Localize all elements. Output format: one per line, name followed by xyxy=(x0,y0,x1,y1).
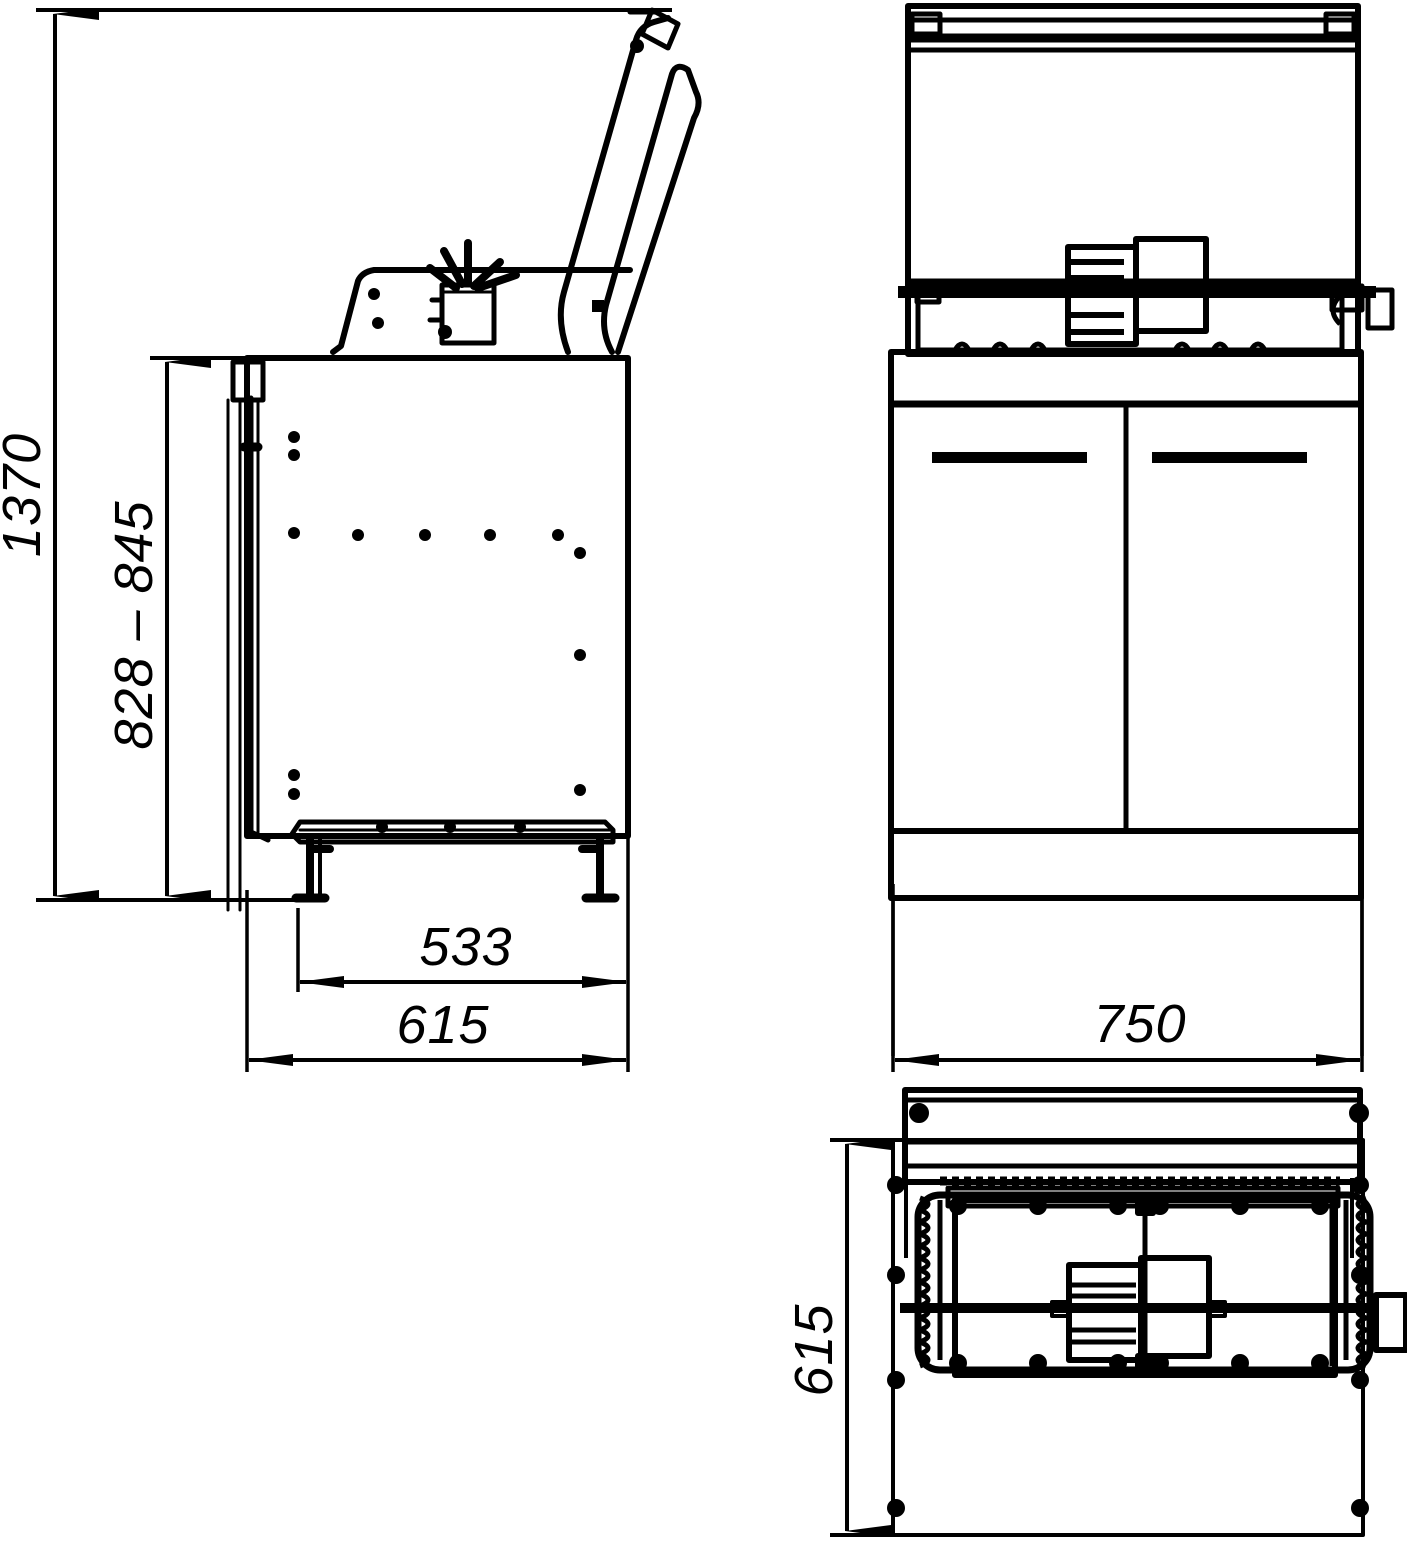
fastener-dot xyxy=(552,529,564,541)
side-raised-lid-back xyxy=(601,63,702,355)
front-outlet-hook xyxy=(1330,294,1342,326)
fastener-dot xyxy=(438,325,452,339)
front-elevation-view xyxy=(888,3,1395,1056)
fastener-dot xyxy=(574,547,586,559)
dim-label-plan-depth: 615 xyxy=(784,1303,844,1396)
fastener-dot xyxy=(352,529,364,541)
plan-spring-right xyxy=(1329,1195,1369,1369)
side-leg-front xyxy=(291,834,334,903)
plan-pump-box xyxy=(1373,1292,1407,1353)
plan-rim-dots xyxy=(949,1196,1329,1373)
fastener-square xyxy=(592,300,604,312)
fastener-dot xyxy=(376,821,388,833)
front-bracket-right xyxy=(1329,283,1365,313)
fastener-dot xyxy=(288,788,300,800)
fastener-dot xyxy=(288,769,300,781)
top-plan-view xyxy=(887,1087,1407,1537)
side-agitator-ticket xyxy=(427,297,445,323)
fastener-dot xyxy=(630,39,644,53)
plan-lid-pin-right xyxy=(1349,1103,1369,1123)
side-leg-rear xyxy=(578,834,620,903)
front-tub-bottom-teeth xyxy=(952,341,1268,352)
fastener-dot xyxy=(444,821,456,833)
fastener-dot xyxy=(484,529,496,541)
dim-label-height-worktop: 828 – 845 xyxy=(104,500,164,749)
plan-spring-left xyxy=(917,1195,958,1369)
side-agitator-rays xyxy=(426,239,520,292)
dim-label-width-overall: 750 xyxy=(1093,994,1186,1054)
fastener-dot xyxy=(574,649,586,661)
front-bracket-left xyxy=(914,285,942,305)
front-lid-latch-right xyxy=(1323,11,1357,37)
front-motor-assembly xyxy=(1065,236,1209,347)
dim-label-height-total: 1370 xyxy=(0,433,52,557)
front-lid-latch-left xyxy=(909,11,943,37)
side-raised-lid xyxy=(557,15,671,355)
side-top-corner-block xyxy=(230,359,266,403)
fastener-dot xyxy=(288,527,300,539)
front-door-handle-left xyxy=(932,452,1087,463)
plan-shaft-connector-right xyxy=(1207,1300,1227,1318)
plan-edge-dots xyxy=(887,1176,1369,1517)
side-fastener-dots xyxy=(288,39,644,833)
side-front-fascia-slope xyxy=(330,267,633,355)
dim-label-depth-overall: 615 xyxy=(396,995,489,1055)
front-door-handle-right xyxy=(1152,452,1307,463)
plan-lid-pin-left xyxy=(909,1103,929,1123)
fastener-dot xyxy=(372,317,384,329)
fastener-dot xyxy=(514,821,526,833)
side-left-channel xyxy=(248,395,271,843)
fastener-dot xyxy=(368,288,380,300)
side-base-rail xyxy=(289,819,616,845)
front-pulley-box xyxy=(1133,236,1209,334)
front-outlet-box xyxy=(1365,287,1395,331)
fastener-dot xyxy=(288,449,300,461)
side-lid-hinge-bracket xyxy=(639,7,681,51)
fastener-dot xyxy=(574,784,586,796)
fastener-dot xyxy=(419,529,431,541)
dimension-labels-group: 1370 828 – 845 533 615 750 615 xyxy=(0,433,1186,1397)
dim-label-depth-body: 533 xyxy=(419,917,512,977)
fastener-dot xyxy=(288,431,300,443)
plan-shaft-connector-left xyxy=(1050,1300,1070,1318)
side-cabinet-body xyxy=(244,355,631,839)
